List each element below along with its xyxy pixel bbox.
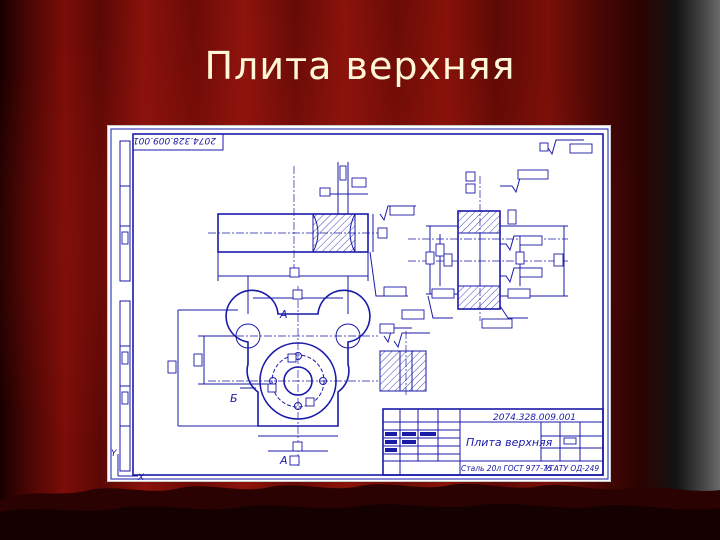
section-view (408, 139, 593, 329)
title-block-part-name: Плита верхняя (466, 436, 553, 449)
slide-title: Плита верхняя (204, 44, 516, 88)
rotated-stamp-text: 2074.328.009.001 (133, 135, 216, 145)
axis-label-x: X (137, 473, 145, 483)
title-block: 2074.328.009.001 Плита верхняя Сталь 20л… (382, 408, 604, 476)
plan-view: А А Б (167, 276, 378, 467)
axis-indicator: Y X (111, 449, 145, 483)
detail-view (379, 309, 430, 396)
rotated-stamp-box (132, 133, 224, 151)
section-label-a-top: А (279, 308, 288, 321)
title-block-designation: 2074.328.009.001 (493, 413, 576, 423)
sheet-inner-border (132, 133, 604, 476)
sheet-outer-border (110, 128, 609, 480)
section-label-b: Б (230, 392, 238, 405)
title-block-material: Сталь 20л ГОСТ 977-75 (461, 464, 553, 473)
axis-label-y: Y (111, 449, 118, 459)
title-block-organization: УГАТУ ОД-249 (545, 464, 599, 473)
binding-strip (119, 140, 131, 472)
side-view (208, 162, 416, 297)
section-label-a-bottom: А (279, 454, 288, 467)
technical-drawing: 2074.328.009.001 (107, 125, 611, 483)
